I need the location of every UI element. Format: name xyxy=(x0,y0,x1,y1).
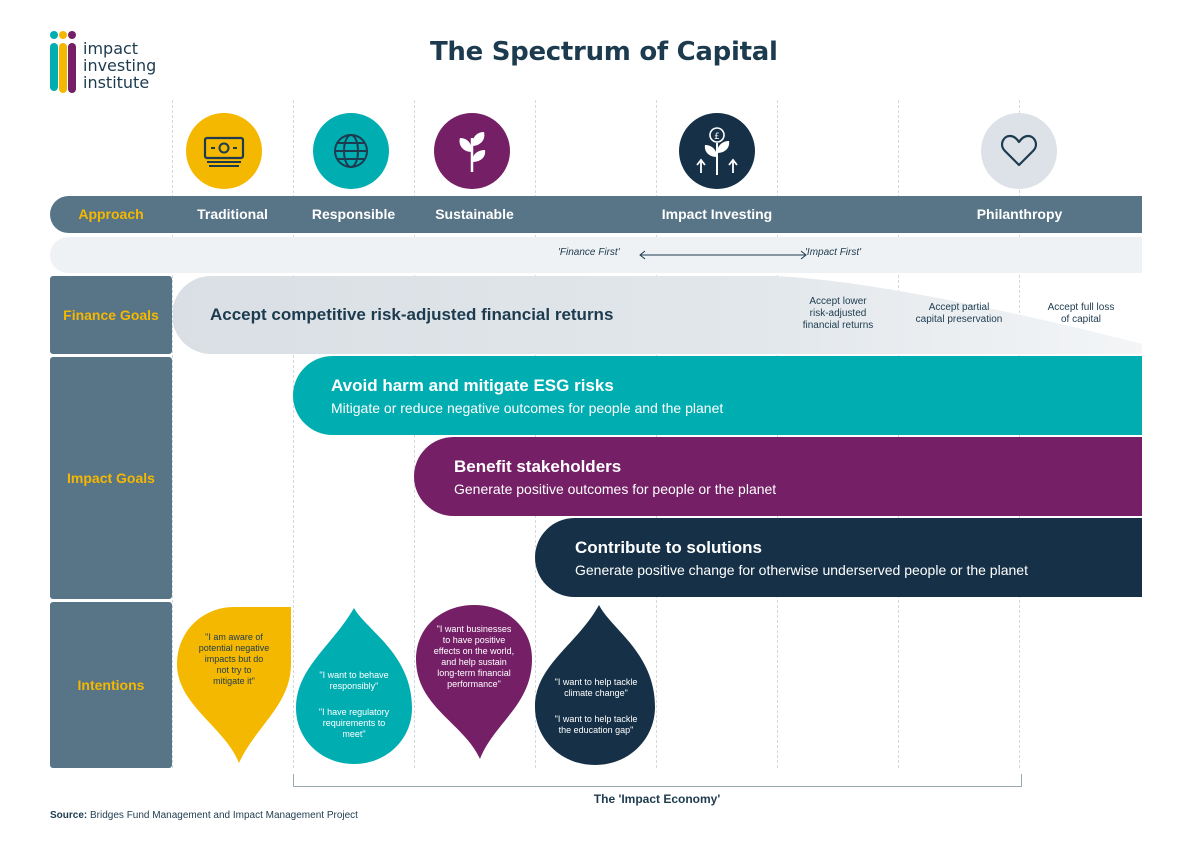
source-label: Source: xyxy=(50,810,88,821)
intention-drop-traditional xyxy=(177,607,291,763)
svg-text:£: £ xyxy=(714,132,720,142)
intention-text-impact-a: "I want to help tackle climate change" xyxy=(540,677,652,699)
logo-line: impact xyxy=(83,39,139,58)
text-line: "I want to help tackle xyxy=(554,677,638,687)
row-label-intentions: Intentions xyxy=(50,602,172,768)
finance-goal-lower-returns: Accept lower risk-adjusted financial ret… xyxy=(787,296,889,332)
intention-drop-sustainable xyxy=(416,605,532,759)
impact-economy-label: The 'Impact Economy' xyxy=(593,792,721,806)
double-arrow-icon xyxy=(639,250,807,260)
impact-investing-icon-circle: £ xyxy=(679,113,755,189)
text-line: of capital xyxy=(1060,314,1102,325)
text-line: meet" xyxy=(342,729,366,739)
impact-goal-contribute-solutions: Contribute to solutions Generate positiv… xyxy=(535,518,1142,597)
approach-bar xyxy=(50,196,1142,233)
logo: impact investing institute xyxy=(49,30,179,96)
finance-goals-main-text: Accept competitive risk-adjusted financi… xyxy=(210,305,614,324)
text-line: Accept lower xyxy=(809,296,867,307)
philanthropy-icon-circle xyxy=(981,113,1057,189)
approach-traditional: Traditional xyxy=(197,206,268,222)
text-line: "I want businesses xyxy=(436,624,512,634)
heart-icon xyxy=(1001,134,1037,167)
sustainable-icon-circle xyxy=(434,113,510,189)
banknote-icon xyxy=(203,136,245,167)
approach-header: Approach xyxy=(78,206,144,222)
column-divider xyxy=(293,100,294,768)
text-line: risk-adjusted xyxy=(809,308,867,319)
text-line: not try to xyxy=(216,665,252,675)
intention-text-responsible-b: "I have regulatory requirements to meet" xyxy=(300,707,408,740)
text-line: effects on the world, xyxy=(433,646,515,656)
finance-impact-first-bar xyxy=(50,237,1142,273)
approach-responsible: Responsible xyxy=(311,206,396,222)
text-line: climate change" xyxy=(564,688,628,698)
text-line: financial returns xyxy=(802,320,874,331)
logo-line: institute xyxy=(83,73,150,92)
impact-goal-subtitle: Generate positive outcomes for people or… xyxy=(454,481,777,497)
traditional-icon-circle xyxy=(186,113,262,189)
column-divider xyxy=(172,100,173,768)
text-line: performance" xyxy=(447,679,501,689)
impact-goal-subtitle: Generate positive change for otherwise u… xyxy=(575,562,1028,578)
intention-text-responsible-a: "I want to behave responsibly" xyxy=(300,670,408,692)
text-line: the education gap" xyxy=(558,725,634,735)
text-line: to have positive xyxy=(442,635,506,645)
text-line: and help sustain xyxy=(441,657,507,667)
impact-goal-title: Avoid harm and mitigate ESG risks xyxy=(331,376,614,395)
leaf-plant-icon xyxy=(459,132,486,172)
text-line: long-term financial xyxy=(437,668,511,678)
finance-goal-full-loss: Accept full loss of capital xyxy=(1022,302,1140,326)
row-label-finance-goals: Finance Goals xyxy=(50,276,172,354)
approach-impact-investing: Impact Investing xyxy=(661,206,773,222)
text-line: Accept full loss xyxy=(1047,302,1115,313)
impact-economy-bracket xyxy=(293,774,1022,787)
intention-text-traditional: "I am aware of potential negative impact… xyxy=(183,632,285,687)
text-line: mitigate it" xyxy=(213,676,255,686)
text-line: "I want to help tackle xyxy=(554,714,638,724)
text-line: responsibly" xyxy=(329,681,379,691)
source-text: Bridges Fund Management and Impact Manag… xyxy=(87,810,358,821)
logo-line: investing xyxy=(83,56,157,75)
impact-goal-subtitle: Mitigate or reduce negative outcomes for… xyxy=(331,400,724,416)
impact-first-label: 'Impact First' xyxy=(805,247,862,258)
text-line: impacts but do xyxy=(204,654,264,664)
text-line: requirements to xyxy=(322,718,386,728)
intention-drop-impact xyxy=(535,605,655,765)
finance-goal-partial-preservation: Accept partial capital preservation xyxy=(900,302,1018,326)
text-line: "I have regulatory xyxy=(318,707,390,717)
text-line: capital preservation xyxy=(915,314,1003,325)
finance-goals-shape xyxy=(173,276,1142,354)
intention-text-sustainable: "I want businesses to have positive effe… xyxy=(420,624,528,690)
approach-sustainable: Sustainable xyxy=(435,206,514,222)
impact-goal-benefit-stakeholders: Benefit stakeholders Generate positive o… xyxy=(414,437,1142,516)
responsible-icon-circle xyxy=(313,113,389,189)
finance-first-label: 'Finance First' xyxy=(558,247,620,258)
source-note: Source: Bridges Fund Management and Impa… xyxy=(50,810,358,821)
logo-mark-icon xyxy=(50,31,76,93)
impact-goal-avoid-harm: Avoid harm and mitigate ESG risks Mitiga… xyxy=(293,356,1142,435)
intention-text-impact-b: "I want to help tackle the education gap… xyxy=(540,714,652,736)
text-line: "I am aware of xyxy=(205,632,263,642)
globe-icon xyxy=(334,134,368,168)
row-label-impact-goals: Impact Goals xyxy=(50,357,172,599)
text-line: "I want to behave xyxy=(319,670,389,680)
page-title: The Spectrum of Capital xyxy=(430,37,778,67)
text-line: potential negative xyxy=(198,643,270,653)
growth-plant-icon: £ xyxy=(696,127,738,175)
impact-goal-title: Benefit stakeholders xyxy=(454,457,622,476)
text-line: Accept partial xyxy=(928,302,990,313)
intention-drop-responsible xyxy=(296,608,412,764)
impact-goal-title: Contribute to solutions xyxy=(575,538,762,557)
approach-philanthropy: Philanthropy xyxy=(976,206,1063,222)
